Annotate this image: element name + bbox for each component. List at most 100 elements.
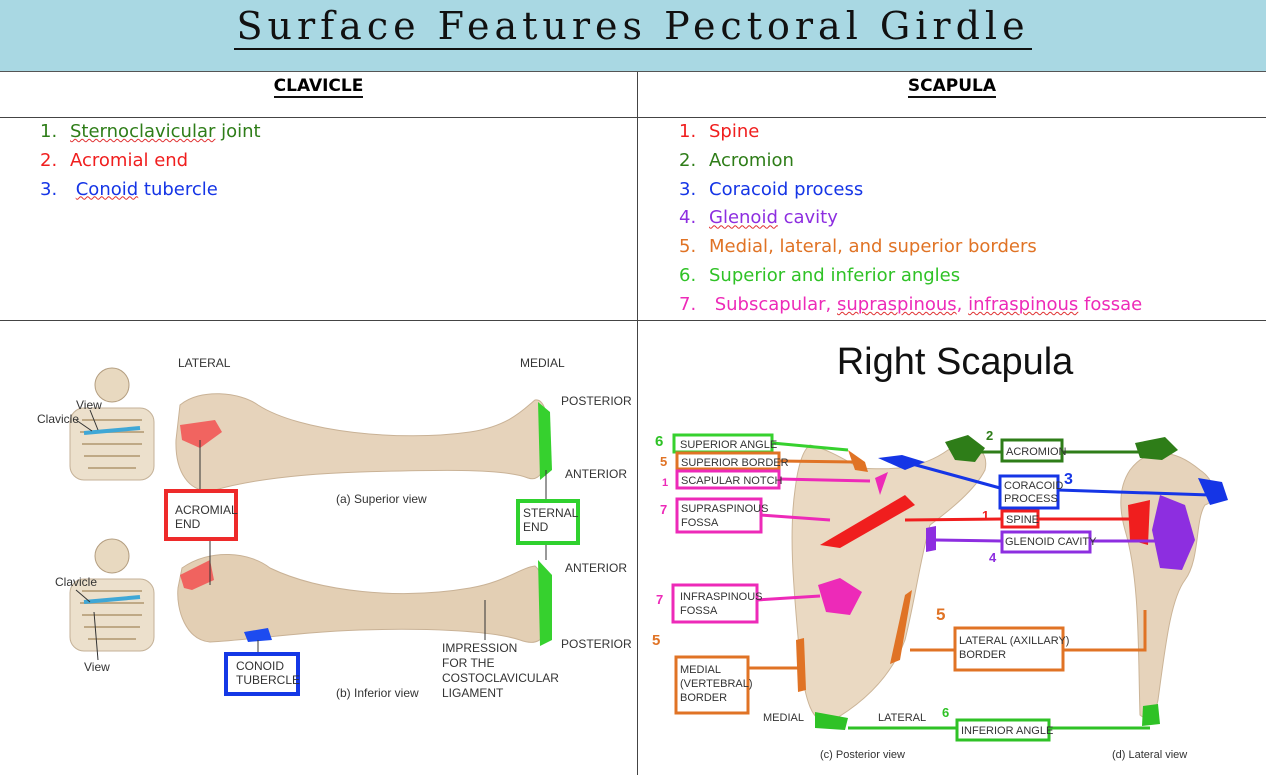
label-line: SUPRASPINOUS [681, 503, 768, 515]
item-number: 7. [679, 293, 697, 315]
item-number: 3. [40, 178, 58, 200]
medial-border-label: MEDIAL (VERTEBRAL) BORDER [680, 664, 756, 704]
table-divider [0, 117, 1266, 118]
hand-mark: 3 [1064, 471, 1073, 488]
hand-mark: 1 [982, 508, 989, 523]
view-label: View [84, 660, 110, 674]
scapula-feature-list: 1.Spine 2. Acromion 3.Coracoid process 4.… [679, 118, 1142, 320]
item-text: , [956, 293, 969, 315]
item-term: Glenoid [709, 207, 778, 229]
label-line: TUBERCLE [236, 673, 300, 687]
lateral-border-label: LATERAL (AXILLARY) BORDER [959, 635, 1073, 661]
item-number: 1. [679, 121, 697, 142]
coracoid-process-label: CORACOID PROCESS [1004, 480, 1066, 505]
hand-mark: 5 [652, 632, 660, 649]
list-item: 5. Medial, lateral, and superior borders [679, 233, 1142, 262]
item-term: supraspinous [837, 293, 957, 315]
label-line: LIGAMENT [442, 686, 504, 700]
hand-mark: 1 [662, 477, 668, 489]
page-title-text: Surface Features Pectoral Girdle [234, 4, 1032, 50]
scapular-notch-label: SCAPULAR NOTCH [681, 475, 783, 487]
item-term: Sternoclavicular [70, 121, 216, 142]
scapula-figure: Right Scapula [652, 341, 1228, 761]
anterior-label: ANTERIOR [565, 561, 627, 575]
column-divider [637, 72, 638, 775]
list-item: 6.Superior and inferior angles [679, 262, 1142, 291]
hand-mark: 6 [942, 705, 949, 720]
label-line: END [175, 517, 201, 531]
posterior-label: POSTERIOR [561, 637, 632, 651]
hand-mark: 6 [655, 433, 663, 450]
spine-label: SPINE [1006, 514, 1039, 526]
skeleton-thumbnail-inferior [69, 538, 155, 652]
item-number: 3. [679, 178, 697, 200]
title-banner: Surface Features Pectoral Girdle [0, 0, 1266, 72]
list-item: 2. Acromion [679, 147, 1142, 176]
scapula-heading: SCAPULA [638, 76, 1266, 100]
label-line: (VERTEBRAL) [680, 678, 753, 690]
label-line: ACROMIAL [175, 503, 238, 517]
label-line: COSTOCLAVICULAR [442, 671, 559, 685]
conoid-tubercle-label: CONOID TUBERCLE [236, 659, 300, 687]
item-text: tubercle [138, 178, 218, 200]
label-line: INFRASPINOUS [680, 591, 763, 603]
inferior-angle-label: INFERIOR ANGLE [961, 725, 1053, 737]
clavicle-label: Clavicle [37, 412, 79, 426]
hand-mark: 2 [986, 428, 993, 443]
label-line: MEDIAL [680, 664, 721, 676]
label-line: BORDER [959, 649, 1006, 661]
clavicle-figure: LATERAL MEDIAL View Clavicle Clavicle Vi… [37, 356, 632, 700]
item-number: 4. [679, 207, 697, 229]
label-line: LATERAL (AXILLARY) [959, 635, 1069, 647]
item-text: Acromial end [70, 149, 189, 171]
item-term: infraspinous [968, 293, 1079, 315]
acromion-label: ACROMION [1006, 446, 1067, 458]
hand-mark: 5 [660, 454, 667, 469]
list-item: 1.Spine [679, 118, 1142, 147]
infraspinous-fossa-label: INFRASPINOUS FOSSA [680, 591, 766, 617]
list-item: 2. Acromial end [40, 147, 261, 176]
acromial-end-label: ACROMIAL END [175, 503, 241, 531]
lateral-view-caption: (d) Lateral view [1112, 749, 1187, 761]
supraspinous-fossa-label: SUPRASPINOUS FOSSA [681, 503, 771, 529]
posterior-view-caption: (c) Posterior view [820, 749, 905, 761]
clavicle-superior-bone [175, 393, 549, 492]
scapula-heading-text: SCAPULA [907, 76, 997, 98]
list-item: 1.Sternoclavicular joint [40, 118, 261, 147]
label-line: CONOID [236, 659, 284, 673]
superior-view-caption: (a) Superior view [336, 492, 427, 506]
page-title: Surface Features Pectoral Girdle [0, 4, 1266, 50]
superior-angle-label: SUPERIOR ANGLE [680, 439, 777, 451]
superior-border-label: SUPERIOR BORDER [681, 457, 789, 469]
label-line: BORDER [680, 692, 727, 704]
item-number: 2. [679, 149, 697, 171]
clavicle-inferior-bone [177, 553, 548, 643]
label-line: IMPRESSION [442, 641, 517, 655]
label-line: END [523, 520, 549, 534]
item-number: 2. [40, 149, 58, 171]
list-item: 7. Subscapular, supraspinous, infraspino… [679, 291, 1142, 320]
table-divider [0, 320, 1266, 321]
item-text: fossae [1078, 293, 1143, 315]
clavicle-feature-list: 1.Sternoclavicular joint 2.Acromial end … [40, 118, 261, 204]
view-label: View [76, 398, 102, 412]
label-line: FOSSA [680, 605, 718, 617]
item-text: Acromion [709, 149, 794, 171]
item-number: 5. [679, 236, 697, 258]
hand-mark: 5 [936, 605, 945, 624]
inferior-view-caption: (b) Inferior view [336, 686, 419, 700]
lateral-label: LATERAL [178, 356, 231, 370]
item-number: 6. [679, 264, 697, 286]
label-line: STERNAL [523, 506, 579, 520]
clavicle-heading: CLAVICLE [0, 76, 637, 100]
item-text: Medial, lateral, and superior borders [709, 236, 1037, 258]
skeleton-thumbnail-superior [69, 367, 155, 481]
figure-title: Right Scapula [837, 341, 1074, 383]
item-term: Conoid [75, 178, 139, 200]
hand-mark: 4 [989, 550, 997, 565]
list-item: 3.Coracoid process [679, 176, 1142, 205]
label-line: FOR THE [442, 656, 494, 670]
scapula-posterior-bone [791, 444, 987, 723]
label-line: PROCESS [1004, 493, 1058, 505]
